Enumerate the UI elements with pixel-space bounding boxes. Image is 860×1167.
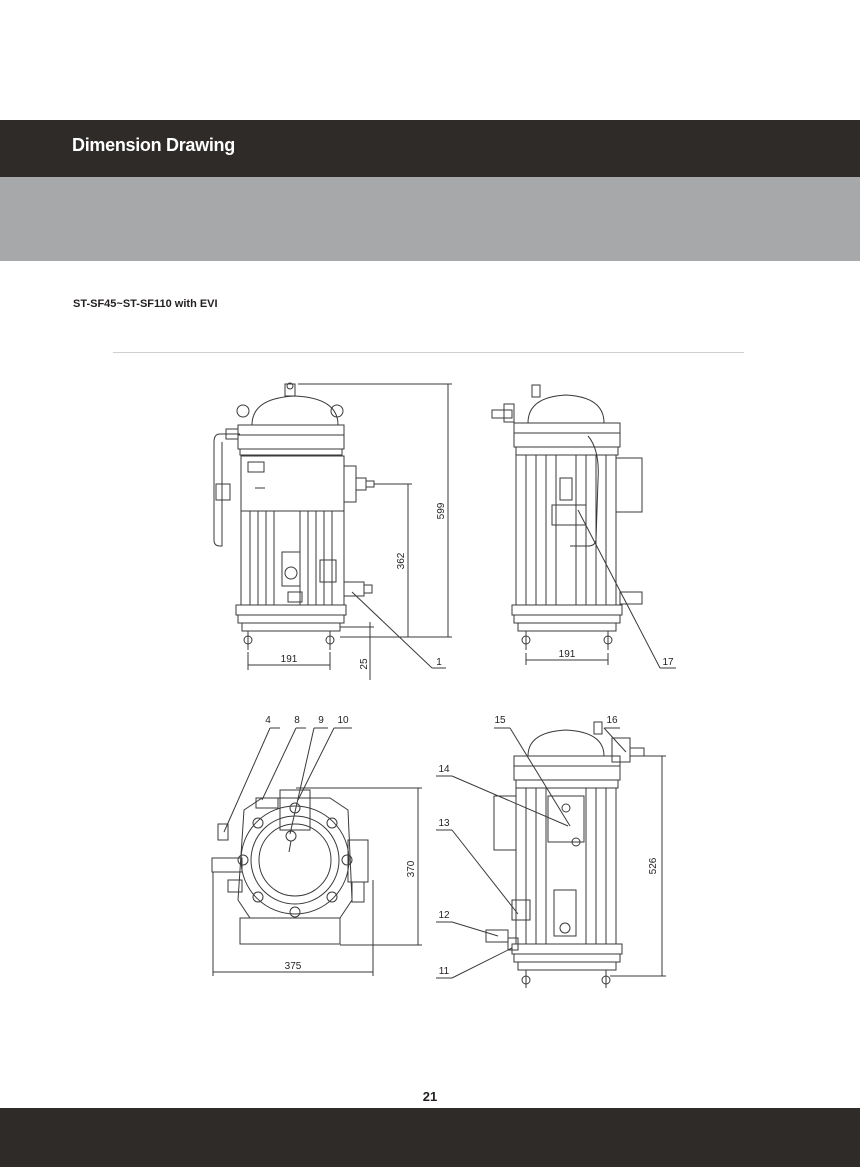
callout-12: 12 [438, 910, 450, 921]
callout-11: 11 [439, 966, 450, 977]
callout-13: 13 [438, 818, 450, 829]
page-title: Dimension Drawing [72, 135, 235, 155]
top-view [211, 789, 369, 945]
callout-9: 9 [318, 715, 324, 726]
callout-10: 10 [337, 715, 349, 726]
callout-15: 15 [494, 715, 506, 726]
front-view [213, 382, 375, 650]
top-height-dim: 370 [406, 860, 417, 877]
callout-16: 16 [606, 715, 618, 726]
top-width-dim: 375 [285, 961, 302, 972]
front-height-dim: 599 [436, 502, 447, 519]
front-port-dim: 362 [396, 552, 407, 569]
model-title: ST-SF45~ST-SF110 with EVI [73, 298, 218, 310]
rear-view [485, 721, 645, 988]
rear-height-dim: 526 [648, 857, 659, 874]
front-base-dim: 25 [359, 658, 370, 670]
callout-17: 17 [662, 657, 674, 668]
divider [113, 352, 744, 353]
front-foot-width-dim: 191 [281, 654, 298, 665]
callout-8: 8 [294, 715, 300, 726]
page-number: 21 [422, 1089, 438, 1104]
callout-1: 1 [436, 657, 442, 668]
header-bar [0, 120, 860, 177]
callout-14: 14 [438, 764, 450, 775]
side-view [491, 384, 643, 650]
footer-bar [0, 1108, 860, 1167]
side-foot-width-dim: 191 [559, 649, 576, 660]
header-band [0, 177, 860, 261]
callout-4: 4 [265, 715, 271, 726]
